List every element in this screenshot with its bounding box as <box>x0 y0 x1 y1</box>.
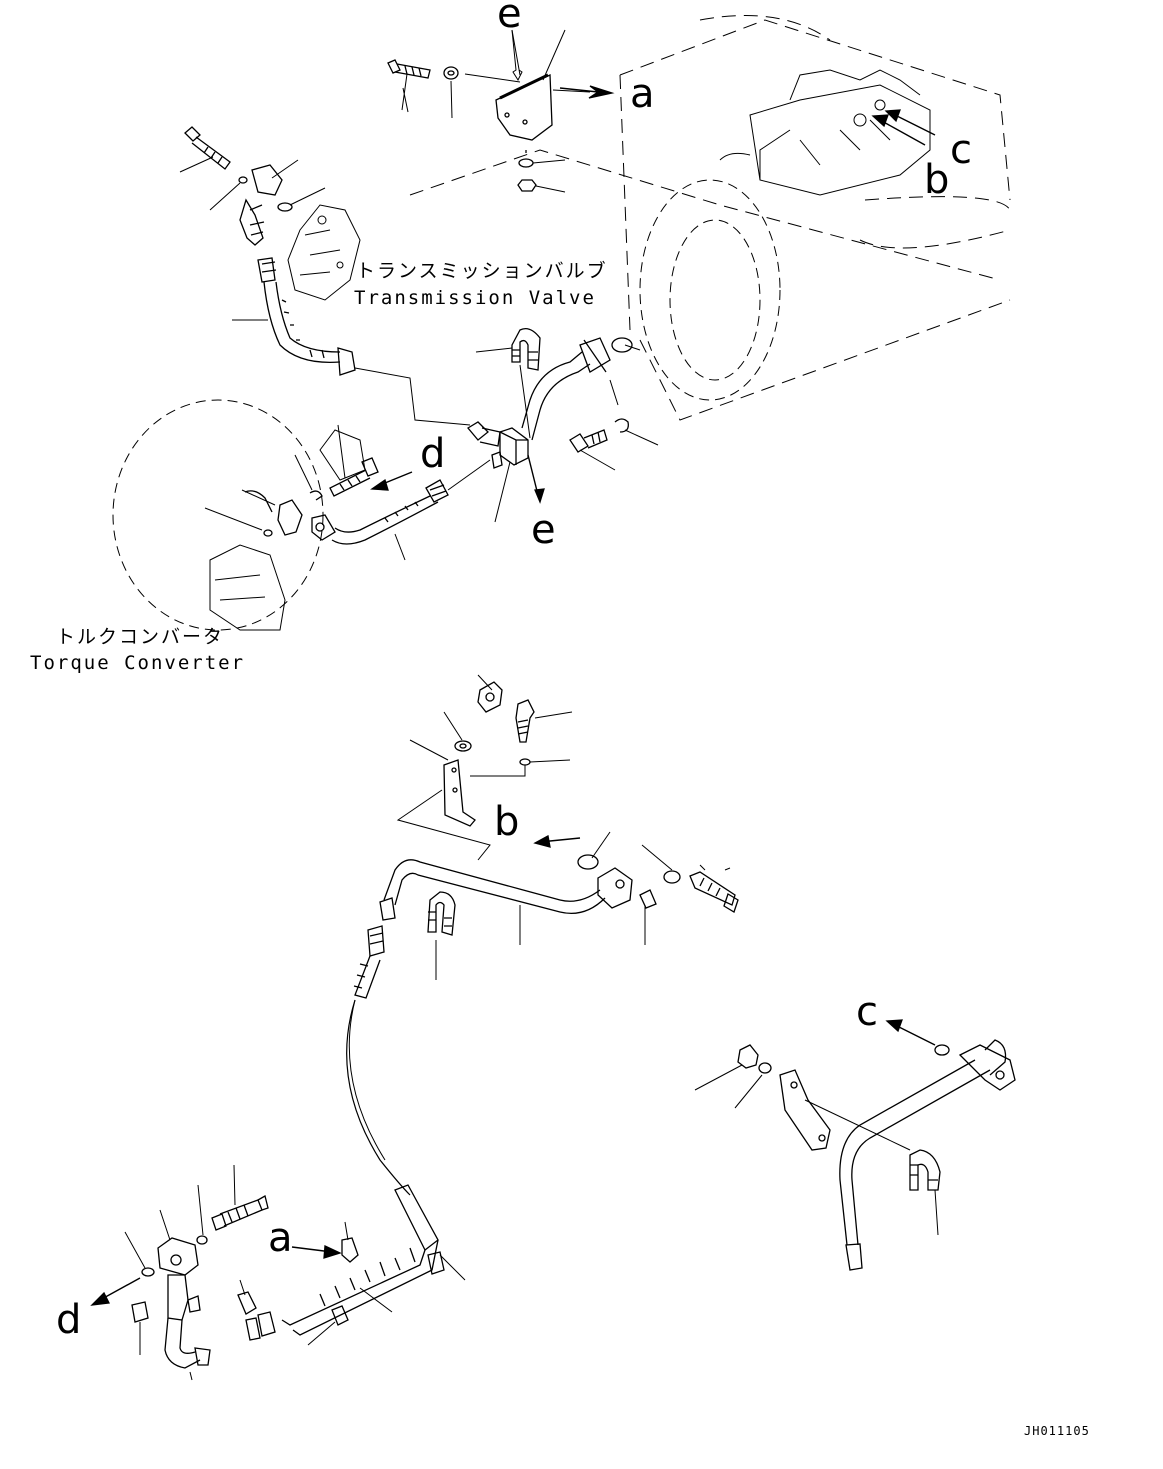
lower-bracket <box>398 675 610 869</box>
callout-c-top: c <box>950 127 972 173</box>
wheel-outline <box>640 180 780 400</box>
callout-b-top: b <box>924 157 950 203</box>
lower-pipe-assembly <box>380 845 738 980</box>
transmission-valve-body <box>288 205 360 300</box>
transmission-arrows <box>873 110 935 145</box>
transmission-valve-jp-label: トランスミッションバルブ <box>356 260 608 282</box>
torque-converter-jp-label: トルクコンバータ <box>56 626 225 648</box>
callout-a-lower: a <box>268 1215 293 1261</box>
lower-right-assembly <box>695 1020 1015 1270</box>
callout-d-upper: d <box>420 431 446 477</box>
callout-a-top: a <box>630 71 655 117</box>
chassis-outline <box>410 16 1010 421</box>
valve-elbow-fitting <box>180 127 325 245</box>
long-hose <box>238 926 465 1345</box>
torque-converter-en-label: Torque Converter <box>30 652 246 674</box>
callout-e-lower: e <box>531 507 556 553</box>
transmission-valve-en-label: Transmission Valve <box>354 287 596 309</box>
converter-hose <box>205 425 490 560</box>
upper-bracket <box>388 30 612 192</box>
upper-tee-block <box>468 329 658 522</box>
callout-d-lower: d <box>56 1297 82 1343</box>
upper-left-hose <box>232 258 355 375</box>
callout-c-lower: c <box>856 989 878 1035</box>
routing-lines-upper <box>355 368 470 425</box>
transmission-assembly <box>720 70 930 195</box>
callout-b-lower: b <box>494 799 520 845</box>
drawing-number: JH011105 <box>1024 1424 1090 1438</box>
lower-left-block <box>92 1165 268 1380</box>
torque-converter-outline <box>113 400 365 630</box>
callout-e-top: e <box>497 0 522 37</box>
